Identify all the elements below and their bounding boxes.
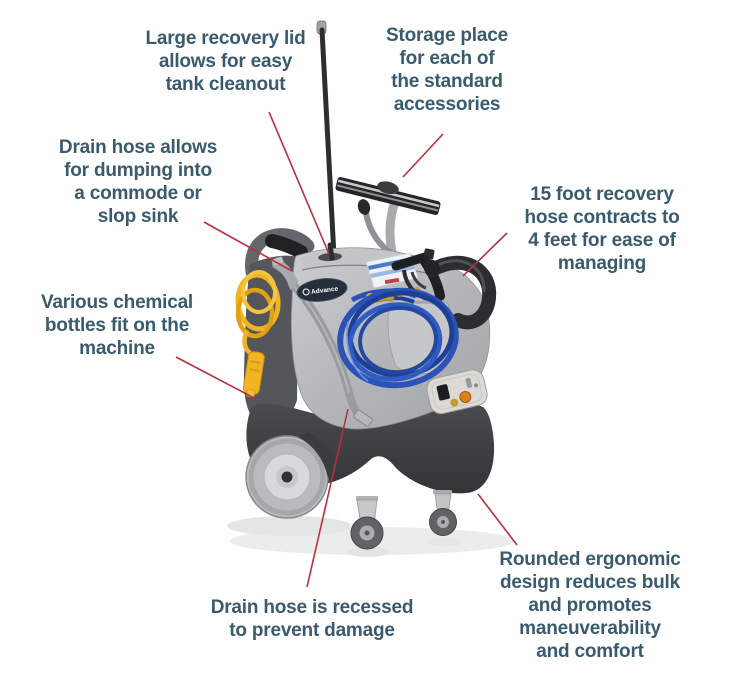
control-panel — [426, 369, 488, 415]
callout-storage-place: Storage place for each of the standard a… — [385, 25, 508, 115]
leader-large-recovery-lid — [268, 111, 330, 255]
badge-wordmark: Advance — [311, 286, 339, 296]
leader-rounded-design — [477, 493, 518, 546]
callout-chemical-bottles: Various chemical bottles fit on the mach… — [40, 292, 194, 359]
wand-pole-socket — [327, 242, 335, 261]
wand-pole — [316, 20, 337, 259]
leader-drain-hose-dump — [203, 221, 293, 272]
caster-wheel-front — [346, 496, 390, 557]
callout-recovery-hose: 15 foot recovery hose contracts to 4 fee… — [524, 184, 680, 274]
leader-storage-place — [402, 133, 444, 178]
indicator-light — [459, 391, 472, 404]
callout-drain-hose-recessed: Drain hose is recessed to prevent damage — [210, 597, 414, 641]
caster-wheel-rear — [426, 490, 462, 546]
recovery-hose — [424, 255, 497, 330]
toggle-switch — [465, 377, 472, 388]
badge-emblem-icon — [302, 288, 310, 296]
leader-drain-hose-recessed — [306, 408, 349, 588]
panel-fitting — [450, 398, 459, 407]
leader-recovery-hose — [462, 232, 508, 277]
callout-large-recovery-lid: Large recovery lid allows for easy tank … — [145, 28, 306, 95]
rear-handle — [245, 228, 315, 279]
squeegee-tool — [335, 177, 441, 215]
squeegee-mount-tube — [357, 191, 403, 257]
leader-chemical-bottles — [175, 356, 257, 400]
callout-drain-hose-dump: Drain hose allows for dumping into a com… — [58, 137, 218, 227]
power-switch — [436, 384, 450, 401]
brand-badge: Advance — [296, 278, 348, 302]
callout-rounded-design: Rounded ergonomic design reduces bulk an… — [499, 549, 681, 662]
transport-wheel — [245, 432, 338, 519]
leader-lines — [175, 111, 518, 588]
solution-hose-coil — [337, 287, 459, 389]
